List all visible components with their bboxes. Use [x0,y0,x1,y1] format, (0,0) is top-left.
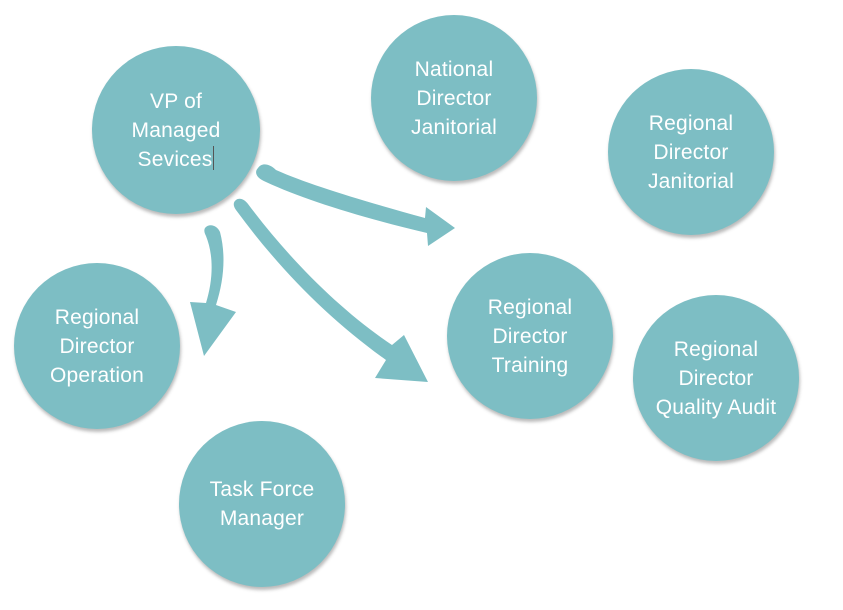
label-line: Regional [648,111,734,135]
node-regional-director-training[interactable]: Regional Director Training [447,253,613,419]
label-line: Director [59,334,135,358]
label-line: Task Force [209,478,315,501]
arrow-vp-to-operation [190,225,236,356]
label-line: Regional [673,337,759,361]
node-label: Regional Director Training [488,293,573,380]
label-line: Director [416,86,492,110]
label-line: Regional [54,305,140,329]
node-label: VP of Managed Sevices [132,87,221,174]
node-label: National Director Janitorial [411,55,497,142]
label-line: Sevices [137,147,213,171]
label-line: National [414,57,494,81]
node-label: Regional Director Operation [50,303,144,390]
label-line: Manager [219,507,305,530]
node-regional-director-quality-audit[interactable]: Regional Director Quality Audit [633,295,799,461]
node-label: Task Force Manager [210,475,315,533]
node-vp-managed-services[interactable]: VP of Managed Sevices [92,46,260,214]
text-cursor [213,145,215,170]
label-line: Janitorial [647,169,735,193]
node-task-force-manager[interactable]: Task Force Manager [179,421,345,587]
label-line: Training [491,353,569,377]
arrow-vp-to-training [233,198,428,382]
label-line: Quality Audit [655,395,777,419]
label-line: Director [678,366,754,390]
label-line: Operation [49,363,145,387]
arrow-vp-to-right [256,164,455,246]
node-label: Regional Director Janitorial [648,109,734,196]
node-regional-director-operation[interactable]: Regional Director Operation [14,263,180,429]
label-line: Managed [131,118,221,142]
label-line: Director [492,324,568,348]
node-national-director-janitorial[interactable]: National Director Janitorial [371,15,537,181]
node-regional-director-janitorial[interactable]: Regional Director Janitorial [608,69,774,235]
label-line: Janitorial [410,115,498,139]
node-label: Regional Director Quality Audit [656,335,777,422]
label-line: Director [653,140,729,164]
label-line: Regional [487,295,573,319]
label-line: VP of [150,89,202,113]
